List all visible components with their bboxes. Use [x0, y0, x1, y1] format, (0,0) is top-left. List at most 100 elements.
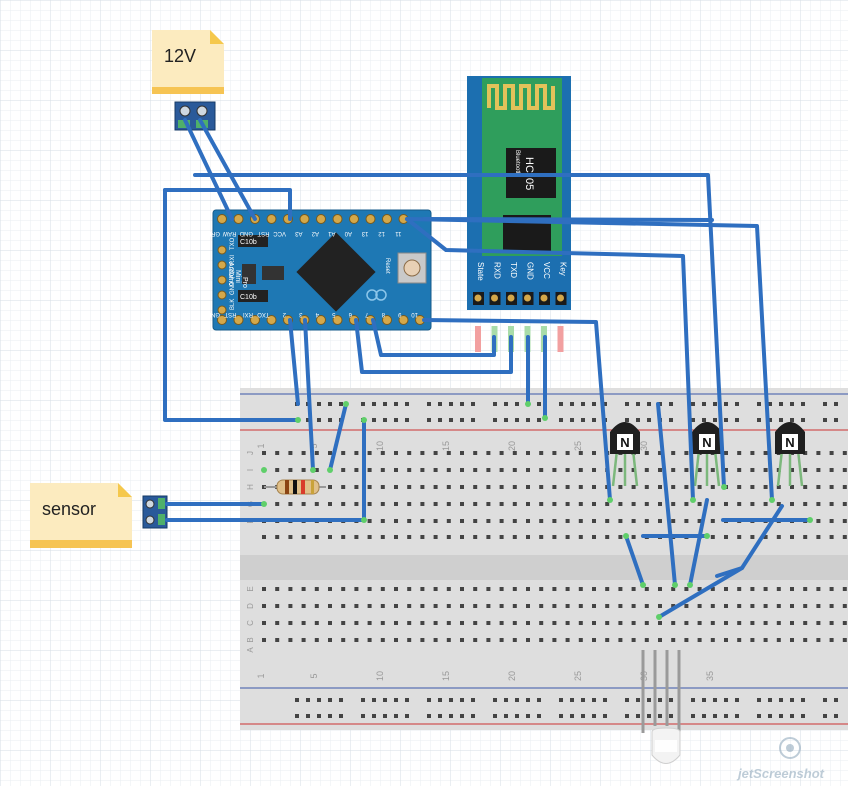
breadboard-hole	[499, 638, 504, 642]
breadboard-hole	[605, 638, 610, 642]
breadboard-hole	[380, 519, 385, 523]
breadboard-hole	[460, 502, 464, 506]
arduino-pin	[299, 214, 310, 224]
breadboard-hole	[473, 535, 478, 539]
rail-hole	[757, 418, 761, 422]
breadboard-hole	[684, 451, 689, 455]
breadboard-hole	[605, 587, 610, 591]
breadboard-hole	[644, 621, 649, 625]
rail-hole	[724, 714, 728, 718]
breadboard-hole	[671, 451, 676, 455]
rail-hole	[735, 418, 739, 422]
breadboard-hole	[446, 638, 451, 642]
breadboard-hole	[288, 535, 293, 539]
rail-hole	[625, 714, 629, 718]
bt-pin-label: TXD	[509, 262, 518, 278]
rail-hole	[779, 402, 783, 406]
arduino-pin-label: VCC	[230, 267, 236, 280]
rail-hole	[471, 698, 475, 702]
arduino-board-text-1: Pro	[241, 277, 248, 288]
breadboard-hole	[328, 621, 332, 625]
rail-hole	[790, 714, 794, 718]
breadboard-hole	[552, 502, 557, 506]
breadboard-hole	[578, 535, 583, 539]
rail-hole	[834, 698, 838, 702]
rail-hole	[504, 698, 508, 702]
breadboard-hole	[829, 451, 834, 455]
arduino-pin-label: A1	[327, 230, 335, 236]
breadboard-hole	[552, 621, 557, 625]
breadboard-hole	[486, 502, 491, 506]
rail-hole	[515, 698, 519, 702]
bt-pin-label: Key	[559, 262, 568, 276]
breadboard-hole	[539, 587, 544, 591]
breadboard-hole	[354, 638, 359, 642]
breadboard-hole	[288, 587, 293, 591]
breadboard-hole	[380, 485, 385, 489]
breadboard-hole	[631, 535, 636, 539]
rail-hole	[592, 402, 596, 406]
rail-hole	[669, 418, 673, 422]
rail-hole	[449, 714, 453, 718]
breadboard-hole	[512, 604, 517, 608]
breadboard-hole	[565, 502, 570, 506]
rail-hole	[449, 418, 453, 422]
rail-hole	[559, 698, 563, 702]
rail-hole	[493, 402, 497, 406]
rail-hole	[713, 418, 717, 422]
breadboard-hole	[750, 502, 755, 506]
breadboard-hole	[618, 535, 623, 539]
column-number: 15	[441, 441, 451, 451]
breadboard-hole	[539, 621, 544, 625]
breadboard-hole	[486, 468, 491, 472]
rail-hole	[328, 402, 332, 406]
npn-transistor: N	[692, 422, 722, 487]
breadboard-hole	[842, 502, 847, 506]
wire-endpoint	[690, 497, 696, 503]
breadboard-hole	[314, 604, 319, 608]
rail-hole	[471, 418, 475, 422]
bt-pin-lead	[557, 326, 564, 352]
rail-hole	[724, 418, 728, 422]
breadboard-hole	[301, 502, 306, 506]
breadboard-hole	[407, 638, 412, 642]
rail-hole	[537, 714, 541, 718]
breadboard-hole	[644, 502, 649, 506]
breadboard-hole	[499, 535, 504, 539]
breadboard-hole	[816, 604, 821, 608]
rail-hole	[383, 402, 387, 406]
breadboard-hole	[446, 485, 451, 489]
breadboard-hole	[803, 485, 808, 489]
breadboard-hole	[803, 502, 808, 506]
breadboard-hole	[446, 451, 451, 455]
breadboard-hole	[803, 451, 808, 455]
breadboard: 1155101015152020252530303535JIHGFEDCBA	[240, 388, 848, 730]
breadboard-hole	[433, 587, 438, 591]
wire	[371, 318, 496, 357]
wire-endpoint	[310, 467, 316, 473]
breadboard-hole	[578, 468, 583, 472]
breadboard-hole	[433, 468, 438, 472]
breadboard-hole	[526, 638, 530, 642]
breadboard-hole	[776, 621, 781, 625]
rail-hole	[526, 418, 530, 422]
rail-hole	[306, 698, 310, 702]
rail-hole	[339, 714, 343, 718]
breadboard-hole	[829, 485, 834, 489]
breadboard-hole	[737, 485, 742, 489]
breadboard-hole	[367, 587, 372, 591]
breadboard-hole	[262, 451, 266, 455]
breadboard-hole	[605, 621, 610, 625]
rail-hole	[372, 714, 376, 718]
npn-transistor: N	[610, 422, 640, 487]
breadboard-hole	[486, 451, 491, 455]
rail-hole	[515, 714, 519, 718]
rail-hole	[328, 714, 332, 718]
breadboard-hole	[446, 535, 451, 539]
rail-hole	[328, 418, 332, 422]
breadboard-hole	[341, 621, 346, 625]
breadboard-hole	[380, 621, 385, 625]
breadboard-hole	[275, 535, 280, 539]
wire-endpoint	[343, 401, 349, 407]
rail-hole	[317, 714, 321, 718]
